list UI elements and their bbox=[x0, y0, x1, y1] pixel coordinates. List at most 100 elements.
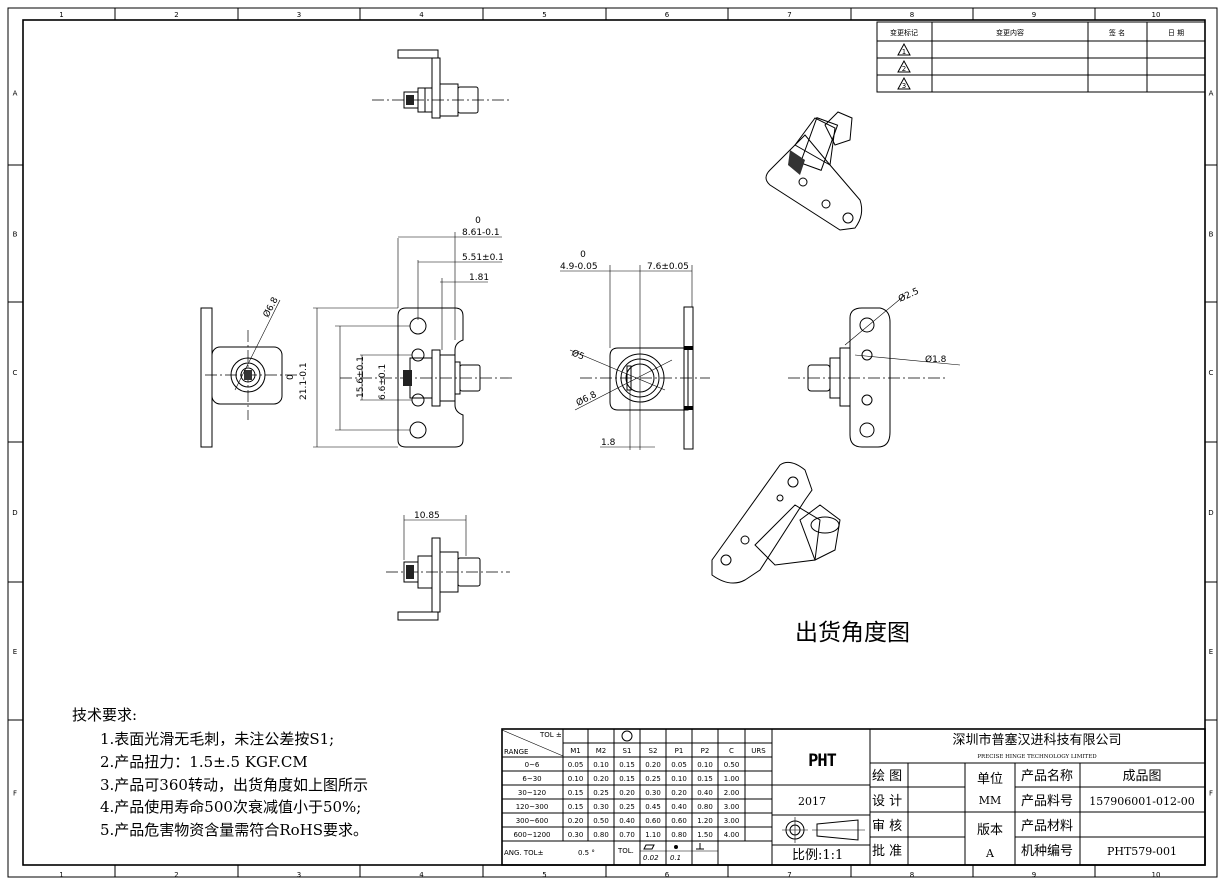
tol-cell: 0.70 bbox=[619, 831, 635, 839]
company-name-cn: 深圳市普塞汉进科技有限公司 bbox=[952, 732, 1121, 748]
tolerance-table: TOL ± RANGE ANG. TOL± 0.5 ° TOL. 0.02 0.… bbox=[501, 728, 1206, 866]
tol-cell: 0.15 bbox=[619, 761, 635, 769]
tol-label: TOL. bbox=[617, 847, 634, 855]
tol-cell: 0.05 bbox=[671, 761, 687, 769]
grid-row-label: B bbox=[13, 231, 18, 239]
position-value: 0.1 bbox=[670, 854, 681, 862]
tol-cell: 0.25 bbox=[645, 775, 661, 783]
dim-phi-5: Ø5 bbox=[570, 348, 586, 363]
grid-column-label: 2 bbox=[174, 11, 178, 19]
flatness-value: 0.02 bbox=[643, 854, 659, 862]
top-view bbox=[372, 49, 510, 119]
shipping-angle-label: 出货角度图 bbox=[795, 620, 910, 646]
tol-cell: 0.45 bbox=[645, 803, 661, 811]
unit-label: 单位 bbox=[977, 772, 1003, 787]
tol-cell: 0.25 bbox=[619, 803, 635, 811]
tol-cell: 1.10 bbox=[645, 831, 661, 839]
front-view: 0 8.61-0.1 5.51±0.1 1.81 21.1-0.1 0 15.6… bbox=[286, 216, 512, 448]
rev-header-sign: 签 名 bbox=[1109, 28, 1125, 37]
tol-column-header: S1 bbox=[623, 747, 632, 755]
grid-column-label: 5 bbox=[542, 11, 546, 19]
position-icon bbox=[674, 845, 678, 849]
tol-cell: 0.20 bbox=[568, 817, 584, 825]
tol-cell: 0.25 bbox=[593, 789, 609, 797]
tol-cell: 3.00 bbox=[724, 817, 740, 825]
tol-column-header: C bbox=[729, 747, 734, 755]
rev-header-content: 变更内容 bbox=[996, 28, 1024, 37]
grid-column-label: 6 bbox=[665, 871, 670, 879]
tol-cell: 0.05 bbox=[568, 761, 584, 769]
tol-cell: 0.15 bbox=[697, 775, 713, 783]
grid-column-label: 2 bbox=[174, 871, 178, 879]
dim-5-51: 5.51±0.1 bbox=[462, 253, 504, 263]
pht-logo: PHT bbox=[808, 751, 836, 771]
dim-phi-6-8-left: Ø6.8 bbox=[261, 295, 281, 319]
dim-6-6: 6.6±0.1 bbox=[378, 364, 388, 400]
tol-cell: 0.60 bbox=[671, 817, 687, 825]
label-approve: 批 准 bbox=[872, 844, 902, 859]
grid-column-label: 9 bbox=[1032, 871, 1036, 879]
grid-column-label: 4 bbox=[419, 871, 424, 879]
part-no: 157906001-012-00 bbox=[1089, 795, 1194, 808]
grid-column-label: 1 bbox=[59, 11, 63, 19]
dim-21-1-tol: 0 bbox=[286, 374, 296, 380]
tol-column-header: M2 bbox=[596, 747, 607, 755]
scale: 比例:1:1 bbox=[792, 848, 843, 863]
dim-4-9-tol: 0 bbox=[580, 250, 586, 260]
tol-range: 600~1200 bbox=[513, 831, 550, 839]
tol-cell: 0.15 bbox=[568, 803, 584, 811]
grid-column-label: 7 bbox=[787, 871, 791, 879]
tol-range: 6~30 bbox=[522, 775, 541, 783]
tol-range: 300~600 bbox=[516, 817, 549, 825]
grid-column-label: 6 bbox=[665, 11, 670, 19]
grid-column-label: 3 bbox=[297, 11, 301, 19]
grid-column-label: 9 bbox=[1032, 11, 1036, 19]
revision-table: 变更标记 变更内容 签 名 日 期 1 2 3 bbox=[876, 21, 1206, 93]
flatness-icon bbox=[643, 844, 655, 850]
tol-cell: 0.15 bbox=[568, 789, 584, 797]
label-review: 审 核 bbox=[872, 819, 902, 834]
tol-range: 30~120 bbox=[518, 789, 546, 797]
tol-cell: 0.30 bbox=[593, 803, 609, 811]
grid-row-label: E bbox=[1209, 648, 1213, 656]
revision-triangle-icon: 2 bbox=[897, 59, 911, 73]
technical-requirements: 技术要求: 1.表面光滑无毛刺，未注公差按S1; 2.产品扭力：1.5±.5 K… bbox=[72, 706, 368, 839]
tol-range: 0~6 bbox=[525, 761, 540, 769]
tol-column-header: P1 bbox=[675, 747, 684, 755]
grid-row-label: B bbox=[1209, 231, 1214, 239]
grid-row-label: A bbox=[13, 90, 18, 98]
dim-1-8: 1.8 bbox=[601, 438, 616, 448]
tol-cell: 0.10 bbox=[568, 775, 584, 783]
projection-symbol-icon bbox=[782, 817, 865, 843]
dim-phi-1-8: Ø1.8 bbox=[925, 354, 947, 365]
tol-cell: 0.30 bbox=[568, 831, 584, 839]
part-no-label: 产品料号 bbox=[1021, 794, 1073, 809]
bottom-view: 10.85 bbox=[386, 511, 510, 621]
right-view: Ø2.5 Ø1.8 bbox=[788, 286, 961, 448]
grid-column-label: 4 bbox=[419, 11, 424, 19]
revision-triangle-icon: 1 bbox=[897, 42, 911, 56]
material-label: 产品材料 bbox=[1021, 819, 1073, 834]
grid-column-label: 8 bbox=[910, 11, 914, 19]
grid-row-label: C bbox=[1209, 369, 1214, 377]
label-design: 设 计 bbox=[872, 794, 902, 809]
dim-4-9: 4.9-0.05 bbox=[560, 262, 598, 272]
revision-triangle-icon: 3 bbox=[897, 76, 911, 90]
model-label: 机种编号 bbox=[1021, 844, 1073, 859]
grid-row-label: D bbox=[1208, 509, 1213, 517]
year: 2017 bbox=[798, 795, 826, 808]
label-drawn: 绘 图 bbox=[872, 769, 902, 784]
version-value: A bbox=[985, 847, 995, 860]
side-view: 0 4.9-0.05 7.6±0.05 Ø5 Ø6.8 1.8 bbox=[560, 250, 710, 450]
tech-req-item: 5.产品危害物资含量需符合RoHS要求。 bbox=[100, 821, 368, 839]
dim-10-85: 10.85 bbox=[414, 511, 440, 521]
tech-req-item: 3.产品可360转动，出货角度如上图所示 bbox=[100, 776, 368, 794]
tol-cell: 0.30 bbox=[645, 789, 661, 797]
tol-cell: 0.20 bbox=[671, 789, 687, 797]
dim-15-6: 15.6±0.1 bbox=[356, 356, 366, 398]
tol-column-header: URS bbox=[751, 747, 766, 755]
dim-phi-2-5: Ø2.5 bbox=[897, 286, 921, 305]
product-name: 成品图 bbox=[1122, 769, 1161, 784]
tol-cell: 3.00 bbox=[724, 803, 740, 811]
product-name-label: 产品名称 bbox=[1021, 768, 1073, 784]
